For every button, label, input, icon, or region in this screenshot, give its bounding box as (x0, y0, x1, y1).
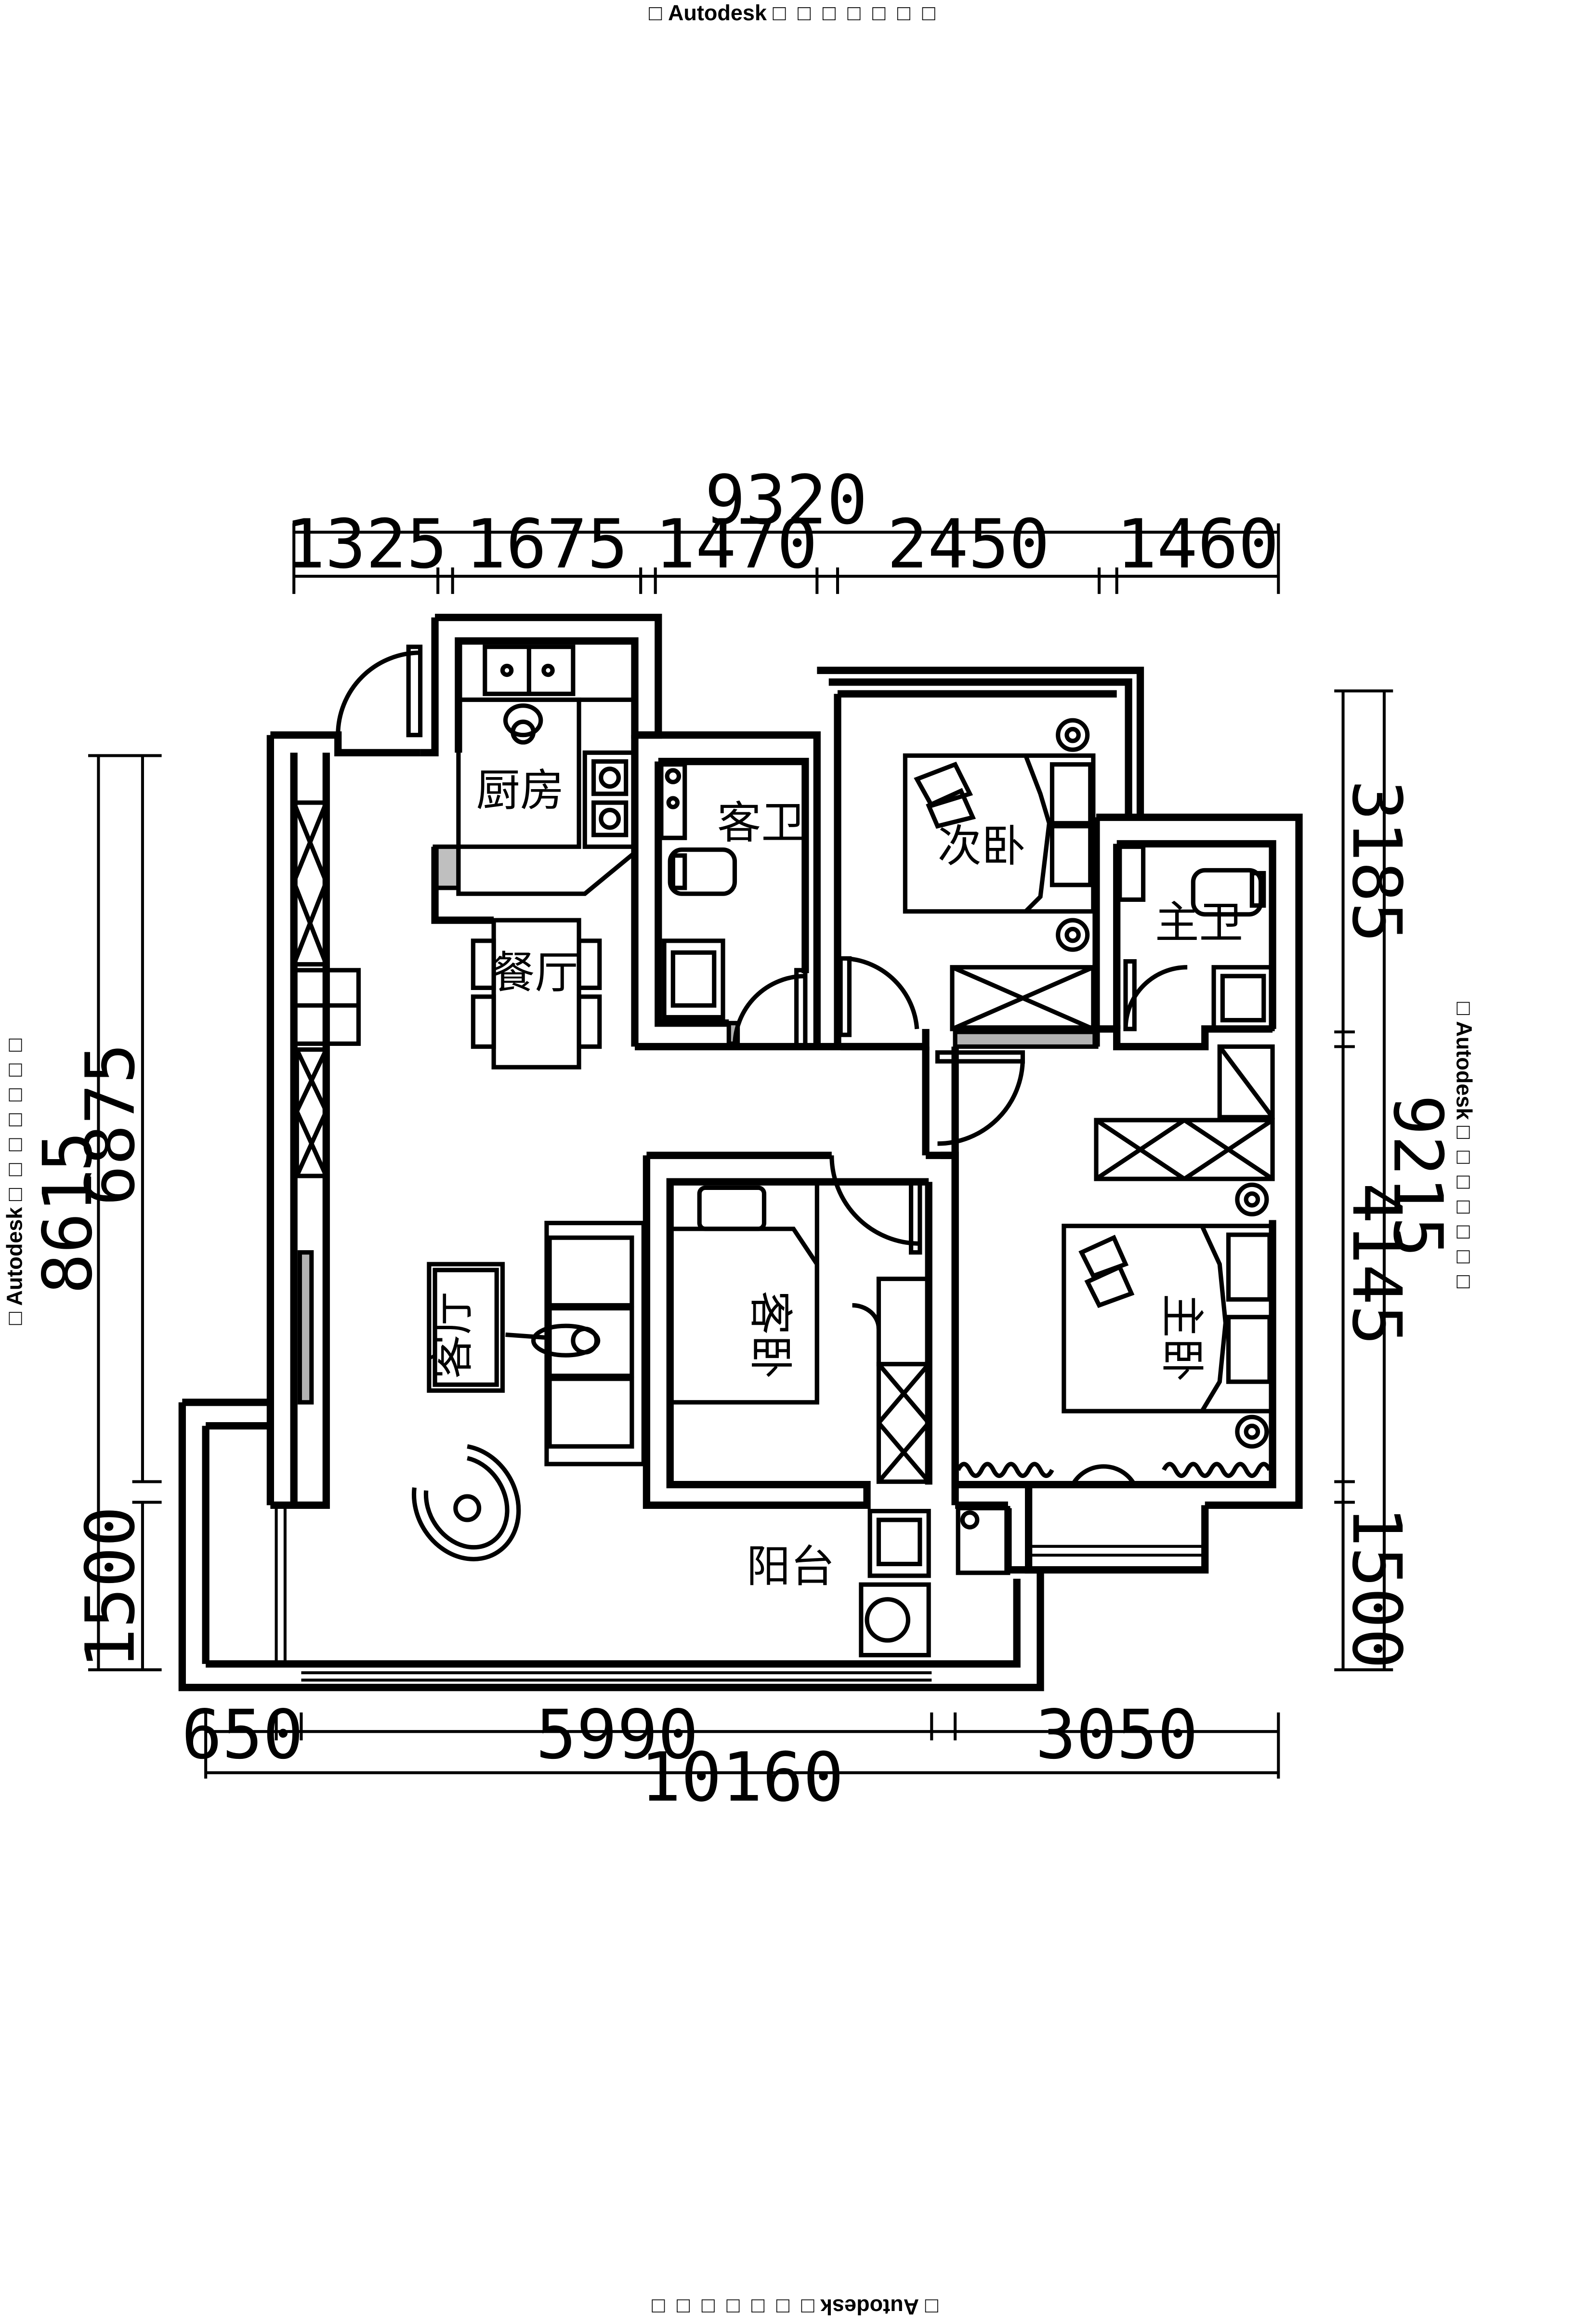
cabinet (1217, 1044, 1275, 1120)
chair-icon (471, 938, 496, 990)
watermark-brand: Autodesk (668, 0, 767, 25)
second-bedroom-furniture (903, 718, 1099, 1049)
desk (876, 1276, 931, 1367)
dim-top-total: 9320 (705, 461, 867, 540)
hatched-block (433, 845, 461, 890)
lamp-icon (1235, 1414, 1269, 1449)
dimension-lines (88, 523, 1393, 1779)
stove-icon (591, 759, 629, 796)
entry-door-swing (336, 650, 420, 735)
sink-drain-icon (500, 663, 514, 677)
tv-icon (297, 1250, 314, 1405)
entry-door (406, 645, 423, 738)
doors (336, 645, 1188, 1486)
coffee-table (427, 1262, 505, 1393)
lamp-icon (1056, 718, 1090, 752)
living-furniture (411, 1221, 646, 1561)
room-label-living: 客厅 (426, 1291, 478, 1379)
lamp-icon (1056, 918, 1090, 952)
room-labels: 厨房 客卫 次卧 主卫 餐厅 客厅 客卧 主卧 阳台 (426, 765, 1243, 1592)
room-label-guest-bedroom: 客卧 (745, 1291, 796, 1379)
dim-top-1: 1325 (285, 505, 447, 584)
shower-icon (1117, 845, 1146, 902)
dim-top-4: 2450 (887, 505, 1050, 584)
watermark-top: □ Autodesk □ □ □ □ □ □ □ (0, 2, 1587, 24)
room-label-balcony: 阳台 (747, 1541, 835, 1592)
lounge-chair-icon (411, 1444, 521, 1561)
watermark-boxes: □ □ □ □ □ □ □ (773, 0, 938, 25)
second-bedroom-door-swing (846, 956, 919, 1030)
master-bedroom-furniture (956, 1044, 1275, 1478)
dim-bottom-1: 650 (182, 1696, 303, 1774)
guest-bath-fixtures (659, 762, 740, 1046)
walls (178, 614, 1303, 1691)
corridor-door-swing (937, 1058, 1025, 1146)
dim-top-2: 1675 (465, 505, 628, 584)
kitchen-counter (456, 697, 581, 849)
room-label-master-bedroom: 主卧 (1156, 1294, 1207, 1382)
dim-top-5: 1460 (1116, 505, 1279, 584)
master-bath-fixtures (1117, 845, 1275, 1031)
dim-bottom-total: 10160 (640, 1739, 843, 1817)
dim-top-3: 1470 (655, 505, 818, 584)
room-label-master-bath: 主卫 (1155, 897, 1243, 949)
dim-right-outer: 9215 (1378, 1095, 1456, 1257)
pillow-icon (1226, 1232, 1272, 1302)
toilet-icon (1191, 868, 1263, 917)
lamp-icon (1235, 1182, 1269, 1216)
bed-icon (1062, 1224, 1275, 1413)
dim-left-outer: 8615 (29, 1131, 107, 1294)
wardrobe (876, 1361, 931, 1484)
room-label-guest-bath: 客卫 (717, 797, 805, 848)
dimension-labels: 9320 1325 1675 1470 2450 1460 650 5990 3… (29, 461, 1456, 1817)
pillow-icon (697, 1185, 767, 1231)
dim-right-mid: 4145 (1337, 1183, 1416, 1346)
kitchen-fixtures (433, 638, 637, 896)
utility-cabinet (956, 1505, 1010, 1575)
dining-table (471, 918, 602, 1070)
watermark-box: □ (649, 0, 662, 25)
toilet-icon (668, 847, 737, 896)
wardrobe (1094, 1118, 1275, 1181)
room-label-kitchen: 厨房 (476, 765, 564, 816)
dim-bottom-2: 5990 (536, 1696, 698, 1774)
guest-bedroom-furniture (668, 1179, 931, 1484)
storage-cabinets (291, 800, 361, 1405)
dim-left-bottom: 1500 (72, 1506, 150, 1669)
person-icon (503, 703, 543, 738)
sofa-icon (544, 1221, 646, 1466)
dim-right-top: 3185 (1337, 780, 1416, 943)
shower-icon (659, 762, 687, 840)
windows (275, 816, 1252, 1682)
dim-left-inner: 6875 (72, 1043, 150, 1206)
wardrobe (950, 965, 1096, 1031)
sink-icon (1211, 965, 1275, 1031)
dim-bottom-3: 3050 (1036, 1696, 1198, 1774)
laundry-sink-icon (867, 1509, 931, 1578)
curtain (956, 1462, 1054, 1478)
bed-icon (903, 753, 1096, 914)
room-label-second-bedroom: 次卧 (938, 820, 1026, 872)
dim-right-bottom: 1500 (1337, 1506, 1416, 1669)
washing-machine-icon (859, 1582, 931, 1658)
sink-icon (662, 938, 725, 1020)
balcony-fixtures (859, 1505, 1010, 1658)
room-label-dining: 餐厅 (491, 947, 579, 998)
pillow-icon (1049, 762, 1093, 826)
